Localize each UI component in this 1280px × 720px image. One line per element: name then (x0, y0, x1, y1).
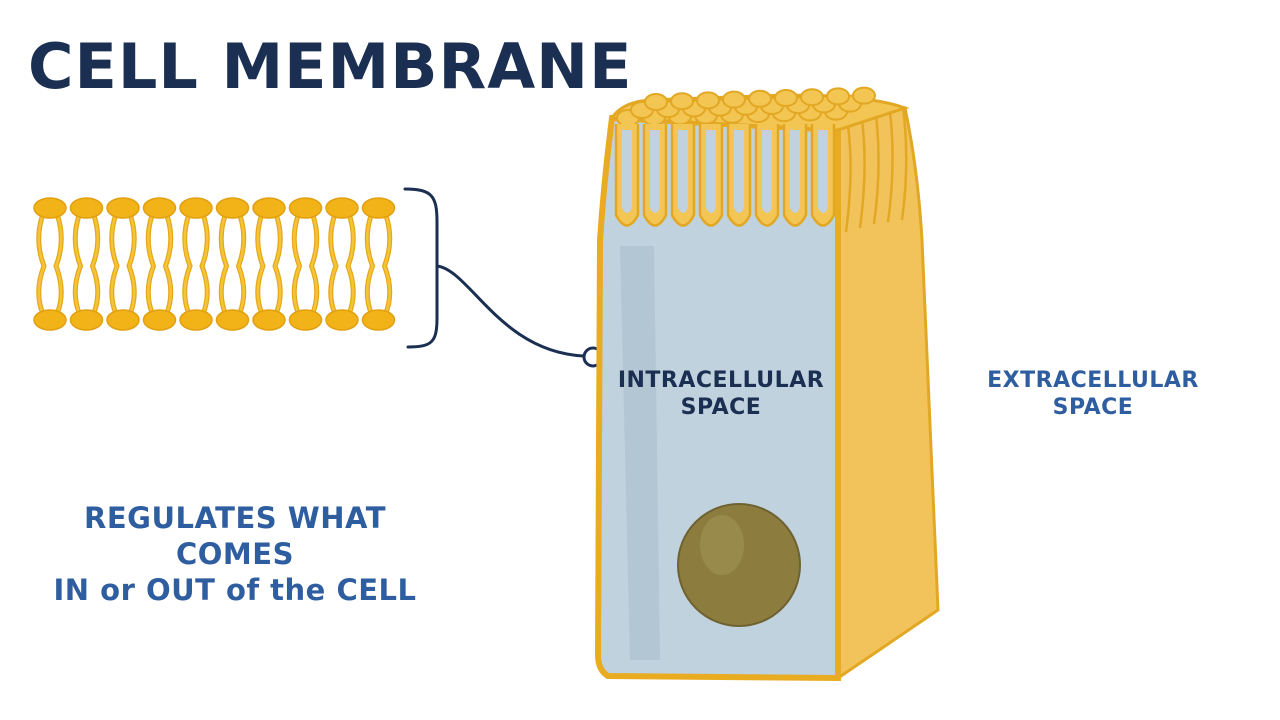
lipid-head-bottom (142, 309, 177, 331)
lipid-head-top (142, 197, 177, 219)
microvillus-tip (644, 93, 668, 111)
lipid-head-bottom (325, 309, 359, 331)
lipid-head-bottom (361, 309, 396, 331)
front-microvilli (614, 124, 836, 227)
extracellular-label-line2: SPACE (1052, 395, 1134, 420)
connector-line (435, 264, 586, 358)
phospholipid-bilayer (33, 197, 396, 331)
nucleus (677, 503, 801, 627)
microvillus-core (818, 130, 828, 213)
phospholipid (325, 197, 359, 331)
lipid-tail-highlight (256, 212, 265, 316)
lipid-head-top (288, 197, 323, 219)
microvillus-tip (774, 89, 798, 107)
phospholipid (142, 197, 177, 331)
lipid-head-top (179, 197, 213, 219)
microvillus-core (734, 130, 744, 213)
microvillus-core (706, 130, 716, 213)
lipid-tail-highlight (200, 212, 209, 316)
lipid-head-top (33, 197, 67, 219)
lipid-head-top (69, 197, 104, 219)
phospholipid (288, 197, 323, 331)
phospholipid (33, 197, 67, 331)
lipid-head-top (215, 197, 250, 219)
lipid-tail-highlight (293, 212, 301, 316)
side-microvilli (844, 107, 908, 233)
microvillus-tip (852, 86, 876, 105)
lipid-tail-highlight (183, 212, 192, 316)
phospholipid (361, 197, 396, 331)
lipid-head-top (325, 197, 359, 219)
phospholipid (215, 197, 250, 331)
microvillus-core (650, 130, 660, 213)
membrane-function-caption: REGULATES WHAT COMES IN or OUT of the CE… (30, 500, 440, 608)
lipid-head-top (106, 197, 140, 219)
microvillus-core (622, 130, 632, 213)
caption-line2: IN or OUT of the CELL (53, 573, 417, 607)
lipid-head-bottom (33, 309, 67, 331)
phospholipid (179, 197, 213, 331)
intracellular-label-line2: SPACE (680, 395, 762, 420)
inner-membrane-shade (620, 246, 660, 660)
phospholipid (252, 197, 286, 331)
lipid-head-top (252, 197, 286, 219)
lipid-head-bottom (252, 309, 286, 331)
microvillus-tip (722, 90, 746, 109)
microvillus-core (790, 130, 800, 213)
lipid-tail-highlight (91, 212, 99, 316)
lipid-tail-highlight (147, 212, 155, 316)
nucleus-highlight (700, 515, 744, 575)
lipid-head-bottom (215, 309, 250, 331)
lipid-tail-highlight (237, 212, 245, 316)
lipid-head-bottom (179, 309, 213, 331)
phospholipid (106, 197, 140, 331)
lipid-tail-highlight (310, 212, 318, 316)
phospholipid (69, 197, 104, 331)
microvillus-core (678, 130, 688, 213)
lipid-head-top (361, 197, 396, 219)
lipid-tail-highlight (383, 212, 391, 316)
lipid-tail-highlight (273, 212, 282, 316)
microvillus-tip (826, 87, 850, 106)
lipid-head-bottom (106, 309, 140, 331)
caption-line1: REGULATES WHAT COMES (84, 501, 386, 571)
bilayer-bracket (403, 187, 439, 349)
cell-side-face (834, 106, 940, 681)
lipid-head-bottom (288, 309, 323, 331)
extracellular-space-label: EXTRACELLULAR SPACE (980, 367, 1206, 421)
microvillus-tip (670, 92, 694, 111)
extracellular-label-line1: EXTRACELLULAR (987, 368, 1199, 393)
lipid-tail-highlight (127, 212, 136, 316)
lipid-tail-highlight (54, 212, 63, 316)
lipid-tail-highlight (346, 212, 355, 316)
microvilli-tips (616, 86, 876, 127)
lipid-tail-highlight (37, 212, 46, 316)
microvillus-tip (800, 88, 824, 107)
lipid-tail-highlight (366, 212, 374, 316)
page-title: CELL MEMBRANE (28, 30, 633, 103)
lipid-tail-highlight (220, 212, 228, 316)
microvillus-core (762, 130, 772, 213)
intracellular-space-label: INTRACELLULAR SPACE (612, 367, 830, 421)
lipid-tail-highlight (164, 212, 172, 316)
lipid-head-bottom (69, 309, 104, 331)
lipid-tail-highlight (329, 212, 338, 316)
intracellular-label-line1: INTRACELLULAR (617, 368, 825, 393)
microvillus-tip (696, 91, 720, 110)
lipid-tail-highlight (110, 212, 119, 316)
microvillus-tip (748, 89, 772, 108)
lipid-tail-highlight (74, 212, 82, 316)
